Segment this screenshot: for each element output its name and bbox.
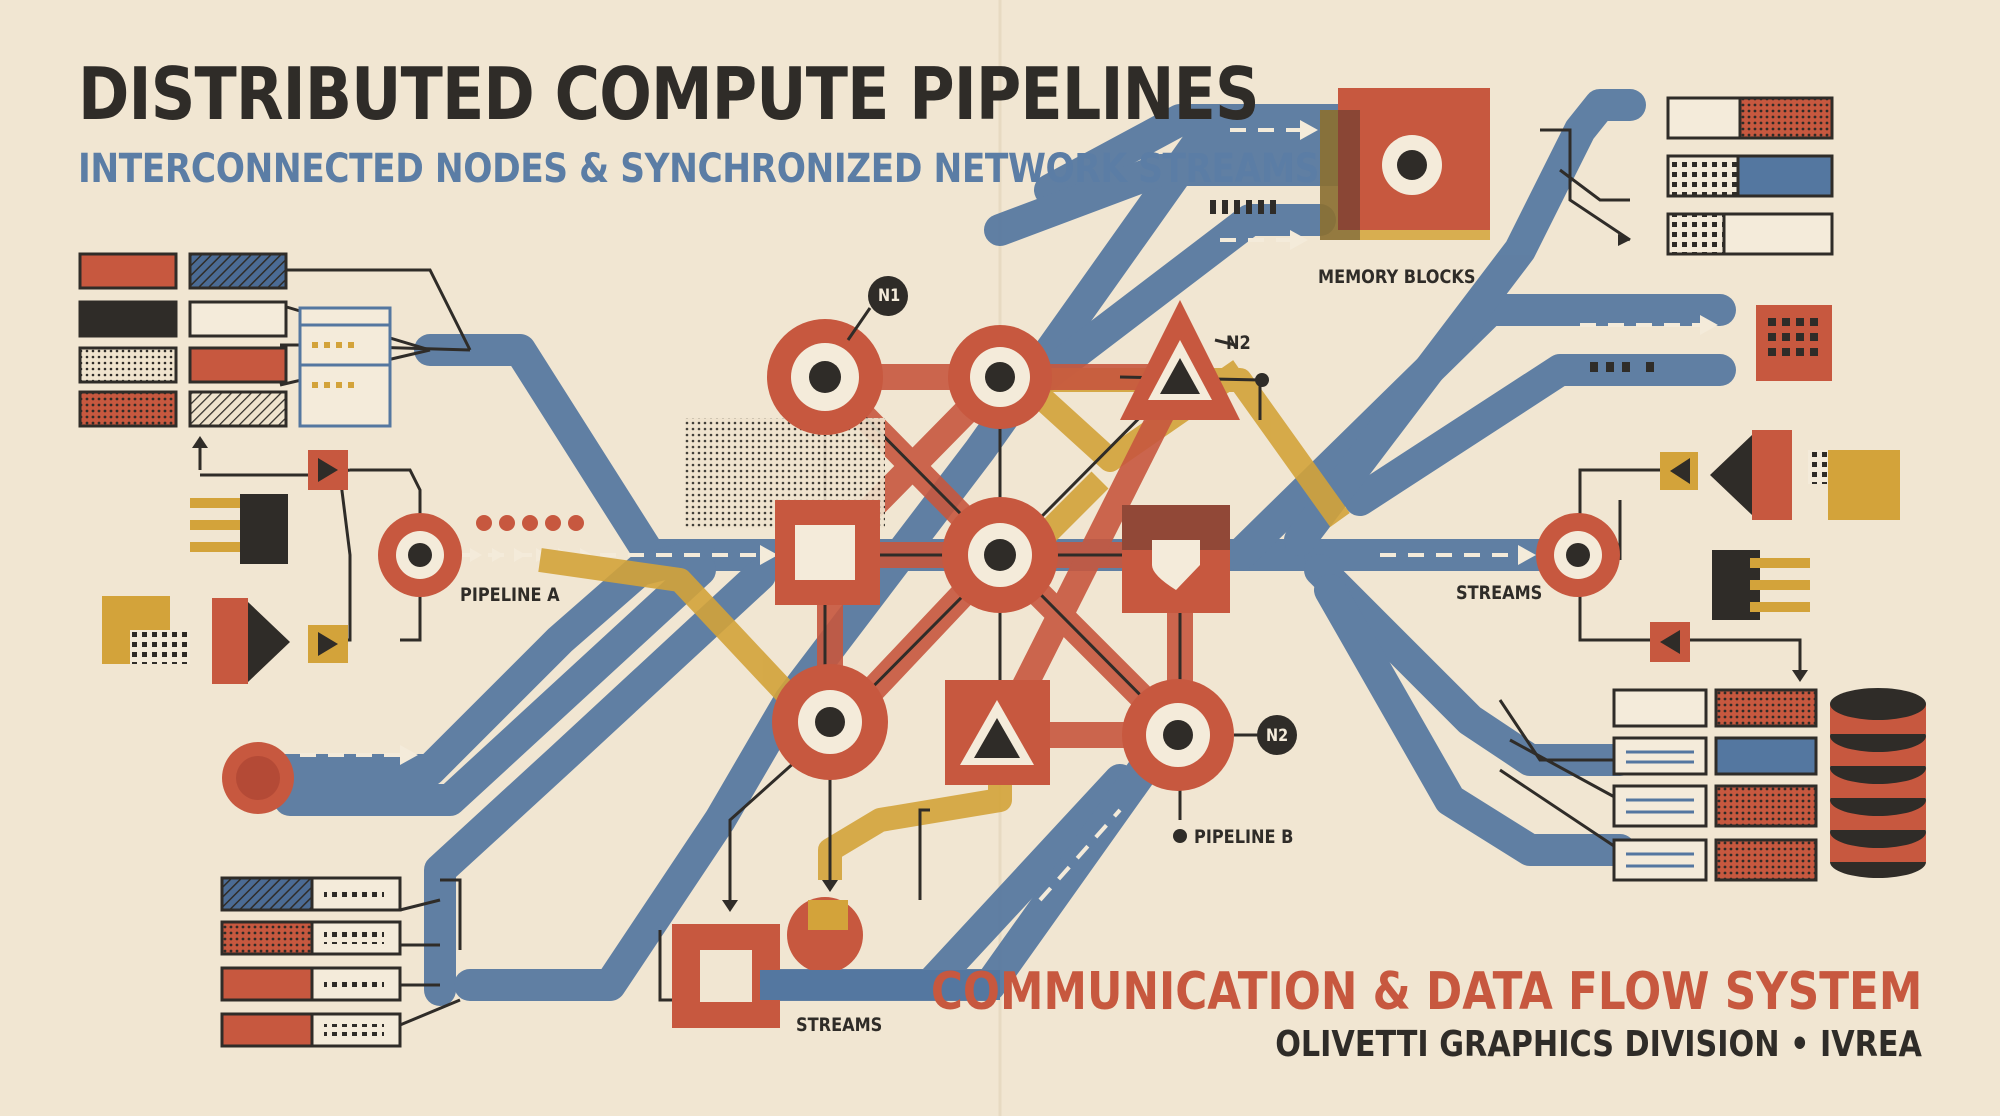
label-memory-blocks: MEMORY BLOCKS bbox=[1318, 266, 1476, 288]
square-node bbox=[775, 500, 880, 605]
storage-rack-bottom-right bbox=[1612, 688, 1818, 882]
memory-connector bbox=[222, 742, 294, 814]
footer-title: COMMUNICATION & DATA FLOW SYSTEM bbox=[930, 962, 1922, 1022]
circle-node bbox=[1122, 679, 1234, 791]
footer-credit: OLIVETTI GRAPHICS DIVISION • IVREA bbox=[1275, 1024, 1922, 1065]
circle-node bbox=[1536, 513, 1620, 597]
label-pipeline-b: PIPELINE B bbox=[1194, 826, 1294, 848]
circle-node bbox=[948, 325, 1052, 429]
triangle-node-icon bbox=[945, 680, 1050, 785]
memory-block-icon bbox=[1320, 88, 1490, 240]
triangle-node-icon bbox=[1120, 300, 1240, 420]
circle-node bbox=[772, 664, 888, 780]
circle-node bbox=[942, 497, 1058, 613]
page-subtitle: INTERCONNECTED NODES & SYNCHRONIZED NETW… bbox=[78, 146, 1319, 192]
connector-icon bbox=[1650, 430, 1900, 662]
page-title: DISTRIBUTED COMPUTE PIPELINES bbox=[78, 52, 1260, 136]
label-n2-bottom: N2 bbox=[1266, 726, 1289, 746]
connector-icon bbox=[102, 450, 348, 684]
memory-bank-left bbox=[78, 252, 392, 428]
circle-node bbox=[378, 513, 462, 597]
label-n2-top: N2 bbox=[1226, 332, 1251, 354]
storage-rack-top-right bbox=[1666, 96, 1834, 381]
label-n1: N1 bbox=[878, 286, 901, 306]
circle-node bbox=[767, 319, 883, 435]
label-streams-right: STREAMS bbox=[1456, 582, 1543, 604]
database-stack-icon bbox=[1830, 688, 1926, 878]
blue-streams bbox=[234, 89, 1736, 1006]
label-streams-bottom: STREAMS bbox=[796, 1014, 883, 1036]
label-pipeline-a: PIPELINE A bbox=[460, 584, 560, 606]
shield-node-icon bbox=[1122, 505, 1230, 613]
